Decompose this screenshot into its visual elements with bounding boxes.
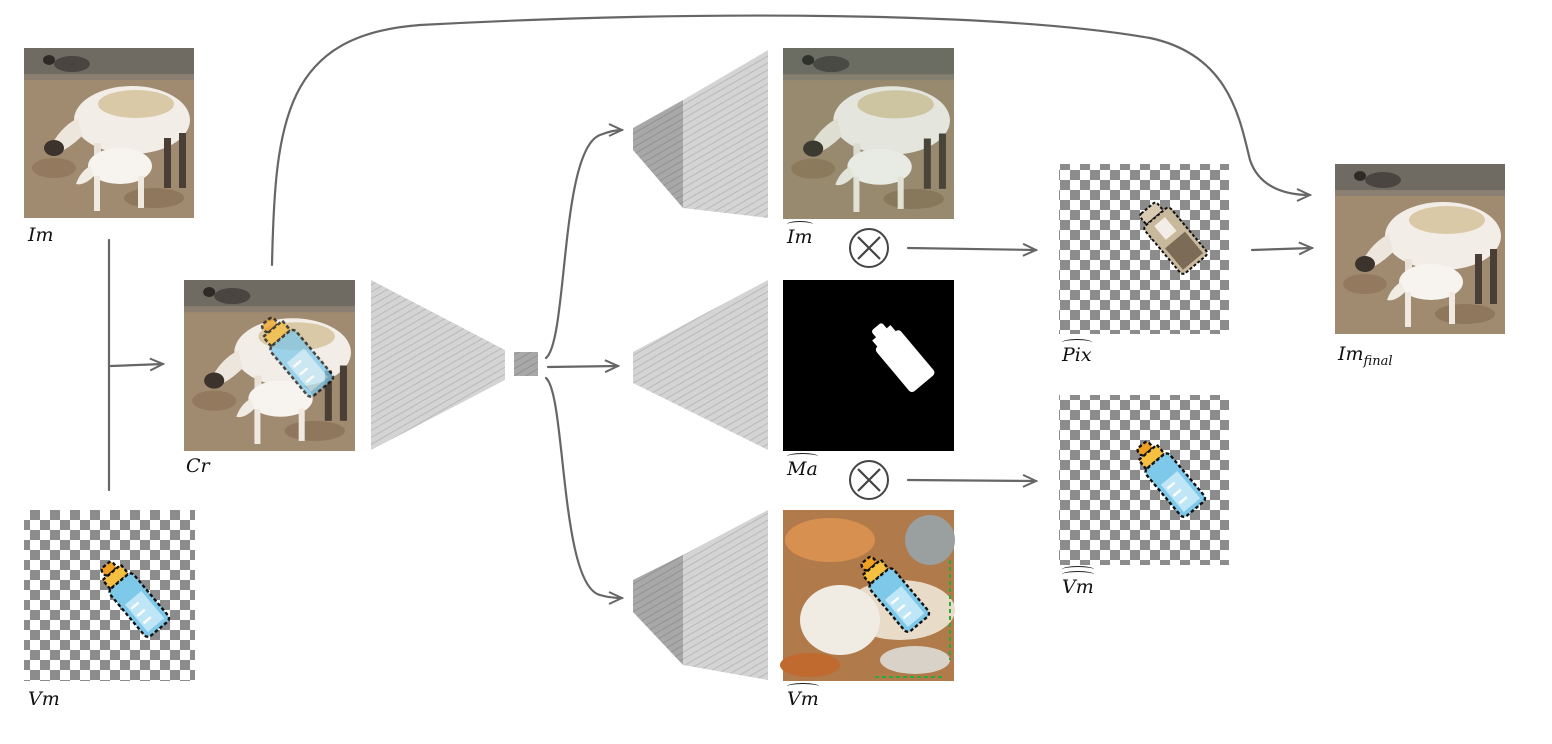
branch-arrow-watermark xyxy=(544,376,622,598)
skip-connection-arrow xyxy=(270,14,1310,267)
extracted-watermark-vm-hathat xyxy=(1059,395,1229,565)
connector-lines xyxy=(107,14,1312,598)
background-pixels-pix-hat xyxy=(1059,164,1229,334)
label-im-final-base: Im xyxy=(1338,343,1364,365)
latent-square xyxy=(514,352,538,376)
label-im-hat-text: Im xyxy=(787,221,813,248)
label-vm: Vm xyxy=(28,688,60,710)
output-mask-ma-hat xyxy=(783,280,954,451)
label-im-final: Imfinal xyxy=(1338,343,1392,369)
label-ma-hat: Ma xyxy=(787,453,818,480)
label-cr-text: Cr xyxy=(186,455,210,477)
label-pix-hat: Pix xyxy=(1062,339,1092,366)
decoder-image xyxy=(633,50,768,218)
label-im-final-sub: final xyxy=(1363,353,1393,369)
final-image-im-final xyxy=(1335,164,1505,334)
multiply-arrow-bottom xyxy=(906,480,1036,481)
label-vm-hat-text: Vm xyxy=(787,683,819,710)
label-vm-hathat: Vm xyxy=(1062,566,1094,598)
label-vm-text: Vm xyxy=(28,688,60,710)
multiply-operator-top xyxy=(849,228,889,268)
label-im-text: Im xyxy=(28,224,54,246)
merge-arrow xyxy=(109,364,163,366)
label-pix-hat-text: Pix xyxy=(1062,339,1092,366)
encoder xyxy=(371,280,538,450)
branch-arrow-mask xyxy=(546,366,618,367)
compose-arrow xyxy=(1250,248,1312,250)
input-image-im xyxy=(24,48,194,218)
composite-image-cr xyxy=(184,280,355,451)
multiply-operator-bottom xyxy=(849,460,889,500)
output-image-im-hat xyxy=(783,48,954,219)
output-watermark-vm-hat xyxy=(780,510,955,681)
label-vm-hathat-text: Vm xyxy=(1062,566,1094,598)
label-im: Im xyxy=(28,224,54,246)
label-ma-hat-text: Ma xyxy=(787,453,818,480)
label-cr: Cr xyxy=(186,455,210,477)
decoder-watermark xyxy=(633,510,768,680)
input-watermark-vm xyxy=(24,510,195,681)
multiply-arrow-top xyxy=(906,248,1036,250)
branch-arrow-image xyxy=(544,130,622,360)
label-im-hat: Im xyxy=(787,221,813,248)
decoder-mask xyxy=(633,280,768,450)
label-vm-hat: Vm xyxy=(787,683,819,710)
